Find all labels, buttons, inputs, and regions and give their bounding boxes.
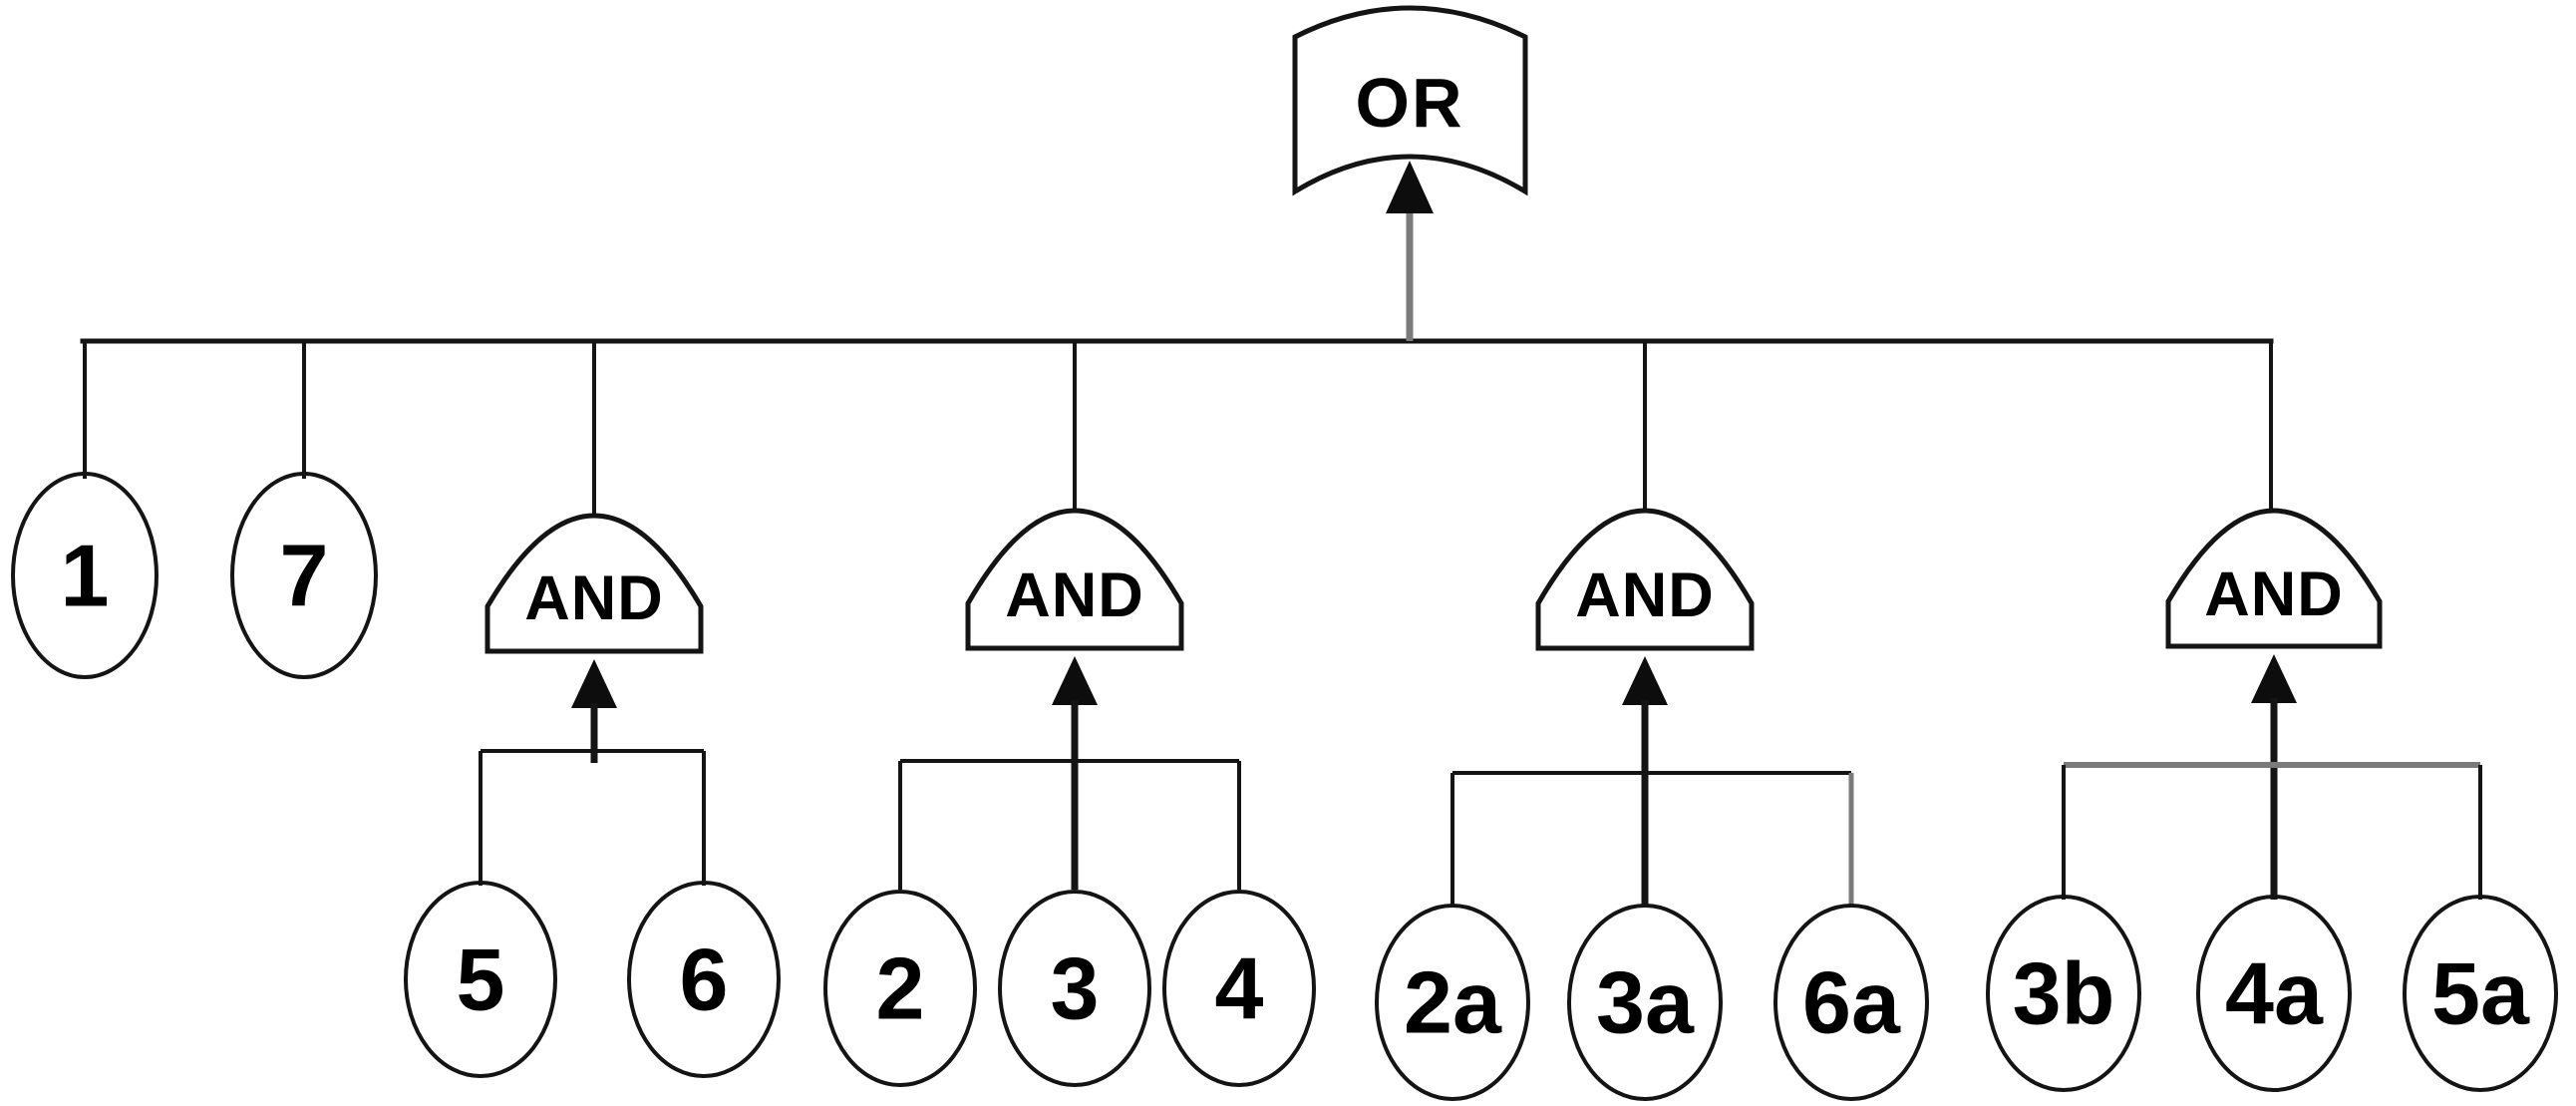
basic-event-4: 4 [1162,890,1316,1087]
arrow-up-icon [1622,656,1668,705]
and-gate-2-shape [965,508,1184,651]
basic-event-3b-circle [1986,895,2141,1092]
basic-event-6-label: 6 [680,930,729,1029]
basic-event-2-label: 2 [876,939,925,1038]
basic-event-6: 6 [627,881,781,1078]
basic-event-4a: 4a [2196,895,2352,1092]
basic-event-1-circle [11,472,159,679]
and-gate-4-label: AND [2204,559,2344,629]
basic-event-3a: 3a [1567,904,1723,1101]
basic-event-7-label: 7 [280,527,329,625]
bus-group [80,338,2274,523]
and-gate-3-label: AND [1575,560,1715,630]
arrow-up-icon [1052,656,1098,705]
basic-event-5a-circle [2403,895,2558,1092]
basic-event-4a-label: 4a [2225,944,2324,1043]
basic-event-3-label: 3 [1051,939,1100,1038]
basic-event-6a-label: 6a [1802,953,1901,1052]
basic-event-5-circle [404,881,557,1078]
basic-event-3-circle [998,890,1151,1087]
and-gate-group-3: AND 2a 3a 6a [1375,508,1929,1101]
basic-event-6a-circle [1773,904,1929,1101]
basic-event-3a-circle [1567,904,1723,1101]
basic-event-7: 7 [230,472,378,679]
basic-event-3b-label: 3b [2013,944,2115,1043]
or-gate: OR [1292,5,1528,341]
basic-event-5: 5 [404,881,557,1078]
basic-event-6-circle [627,881,781,1078]
basic-events-row-1: 1 7 [11,472,378,679]
and-gate-group-2: AND 2 3 4 [823,508,1316,1087]
and-gate-2-label: AND [1005,560,1144,630]
and-gate-1-label: AND [524,563,664,633]
basic-event-7-circle [230,472,378,679]
arrow-up-icon [1386,161,1434,213]
basic-event-3b: 3b [1986,895,2141,1092]
and-gate-4-shape [2165,508,2383,649]
basic-event-1: 1 [11,472,159,679]
basic-event-4-label: 4 [1215,939,1264,1038]
arrow-up-icon [2251,654,2297,703]
arrow-up-icon [571,659,617,708]
basic-event-4-circle [1162,890,1316,1087]
and-gate-group-4: AND 3b 4a 5a [1986,508,2558,1092]
and-gate-group-1: AND 5 6 [404,513,781,1078]
and-gate-1-shape [484,513,704,654]
basic-event-2a: 2a [1375,904,1530,1101]
basic-event-2a-circle [1375,904,1530,1101]
and-gate-3-shape [1535,508,1755,651]
basic-event-3a-label: 3a [1596,953,1695,1052]
or-gate-label: OR [1356,64,1464,142]
basic-event-2a-label: 2a [1404,953,1502,1052]
basic-event-3: 3 [998,890,1151,1087]
basic-event-6a: 6a [1773,904,1929,1101]
basic-event-5a: 5a [2403,895,2558,1092]
basic-event-4a-circle [2196,895,2352,1092]
basic-event-1-label: 1 [61,527,110,625]
or-gate-shape [1292,5,1528,196]
basic-event-2-circle [823,890,977,1087]
basic-event-5a-label: 5a [2431,944,2530,1043]
basic-event-2: 2 [823,890,977,1087]
basic-event-5-label: 5 [457,930,505,1029]
